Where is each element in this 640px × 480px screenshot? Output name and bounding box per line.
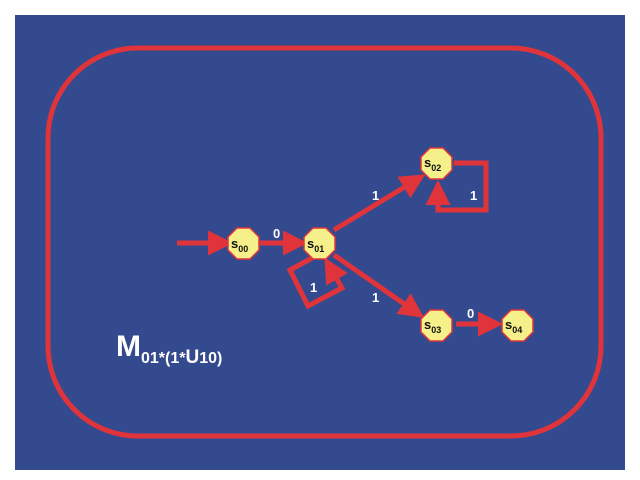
edge-label-s01-s03: 1	[372, 290, 379, 305]
state-s04: s04	[501, 309, 534, 342]
machine-label-union: U	[185, 347, 199, 368]
state-label-s02: s	[424, 155, 431, 170]
machine-label-sub-b: 10)	[199, 350, 222, 367]
state-label-s04: s	[505, 317, 512, 332]
state-label-s00: s	[231, 236, 238, 251]
state-s01: s01	[303, 227, 336, 260]
state-sub-s03: 03	[431, 325, 441, 335]
svg-text:s04: s04	[505, 317, 522, 335]
edge-label-s03-s04: 0	[467, 306, 474, 321]
svg-text:s03: s03	[424, 317, 441, 335]
edge-s01-s02	[332, 174, 426, 233]
svg-text:s00: s00	[231, 236, 248, 254]
machine-label-sub-a: 01*(1*	[141, 350, 186, 367]
state-s02: s02	[420, 147, 453, 180]
state-sub-s04: 04	[512, 325, 522, 335]
self-loop-s01	[286, 255, 348, 310]
state-s00: s00	[227, 227, 260, 260]
state-sub-s01: 01	[314, 244, 324, 254]
edge-label-s02-loop: 1	[470, 188, 477, 203]
self-loop-s02	[425, 160, 489, 213]
edge-label-s01-s02: 1	[372, 188, 379, 203]
machine-boundary	[45, 45, 604, 439]
machine-label: M01*(1*U10)	[116, 330, 222, 368]
state-label-s03: s	[424, 317, 431, 332]
state-sub-s02: 02	[431, 163, 441, 173]
state-sub-s00: 00	[238, 244, 248, 254]
state-label-s01: s	[307, 236, 314, 251]
edge-label-s01-loop: 1	[310, 280, 317, 295]
machine-label-main: M	[116, 330, 141, 363]
svg-text:s01: s01	[307, 236, 324, 254]
edge-s01-s03	[332, 252, 425, 318]
state-s03: s03	[420, 309, 453, 342]
svg-text:s02: s02	[424, 155, 441, 173]
diagram-canvas: 0 1 1 1 1 0 s00 s01 s02 s03 s04 M01*(1*U…	[15, 15, 625, 470]
edge-label-s00-s01: 0	[273, 226, 280, 241]
